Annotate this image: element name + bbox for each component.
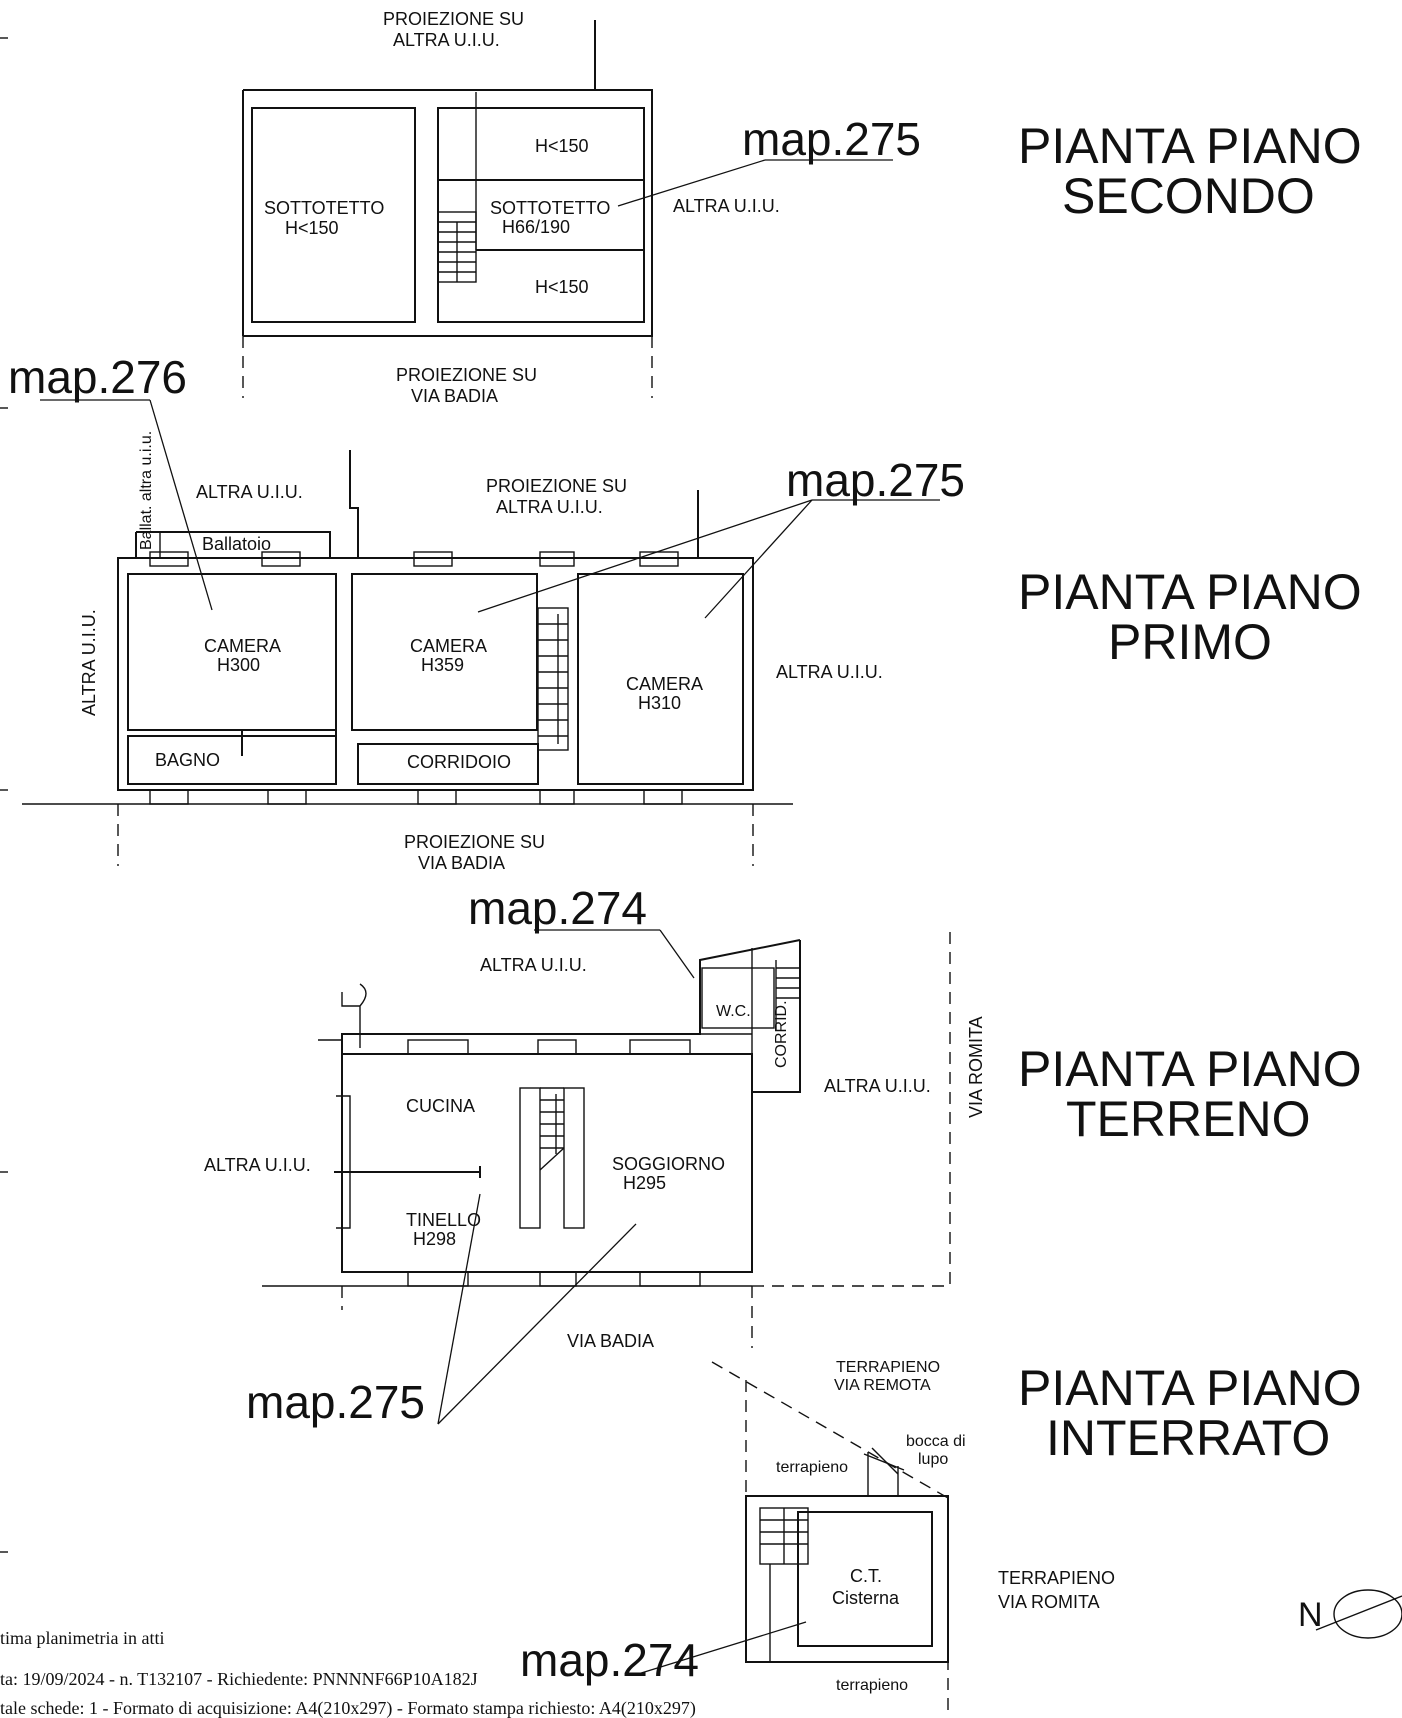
proj-bottom-label-2: VIA BADIA: [411, 386, 498, 406]
room-wc: W.C.: [716, 1003, 751, 1020]
terrapieno-bottom: terrapieno: [836, 1677, 908, 1694]
proj-bottom-first-2: VIA BADIA: [418, 853, 505, 873]
room-cisterna: Cisterna: [832, 1588, 900, 1608]
room-soggiorno-h: H295: [623, 1173, 666, 1193]
terrapieno-top-2: VIA REMOTA: [834, 1377, 931, 1394]
stair-second: [437, 211, 477, 283]
room-sottotetto-left: SOTTOTETTO: [264, 198, 384, 218]
room-tinello: TINELLO: [406, 1210, 481, 1230]
map-275-ground: map.275: [246, 1376, 425, 1428]
footer-line-3: tale schede: 1 - Formato di acquisizione…: [0, 1698, 696, 1718]
proj-top-label-1: PROIEZIONE SU: [383, 9, 524, 29]
proj-top-first-1: PROIEZIONE SU: [486, 476, 627, 496]
terrapieno-right-2: VIA ROMITA: [998, 1592, 1100, 1612]
room-camera-2: CAMERA: [410, 636, 487, 656]
map-275-first: map.275: [786, 454, 965, 506]
room-soggiorno: SOGGIORNO: [612, 1154, 725, 1174]
north-arrow-icon: N: [1298, 1589, 1402, 1639]
room-ct: C.T.: [850, 1566, 882, 1586]
wc-block: [701, 948, 800, 1054]
proj-top-label-2: ALTRA U.I.U.: [393, 30, 500, 50]
altra-uiu-right-ground: ALTRA U.I.U.: [824, 1076, 931, 1096]
plan-ground-floor: ALTRA U.I.U. W.C. CORRID. VIA ROMITA ALT…: [204, 882, 986, 1428]
room-camera-1-h: H300: [217, 655, 260, 675]
stair-ground: [519, 1087, 585, 1229]
footer-info: tima planimetria in atti ta: 19/09/2024 …: [0, 1628, 696, 1718]
map-275-second: map.275: [742, 113, 921, 165]
altra-uiu-right-first: ALTRA U.I.U.: [776, 662, 883, 682]
title-secondo-2: SECONDO: [1062, 168, 1315, 224]
ballatoio-label: Ballatoio: [202, 534, 271, 554]
proj-bottom-first-1: PROIEZIONE SU: [404, 832, 545, 852]
bocca-di-lupo-2: lupo: [918, 1451, 948, 1468]
title-terreno-1: PIANTA PIANO: [1018, 1041, 1362, 1097]
title-terreno-2: TERRENO: [1066, 1091, 1310, 1147]
north-label: N: [1298, 1596, 1323, 1634]
floor-titles: PIANTA PIANO SECONDO PIANTA PIANO PRIMO …: [1018, 118, 1362, 1466]
room-h150-top: H<150: [535, 136, 589, 156]
terrapieno-top-1: TERRAPIENO: [836, 1359, 940, 1376]
stair-first: [537, 607, 569, 751]
plan-second-floor: PROIEZIONE SU ALTRA U.I.U. SOTTOTETTO H<…: [242, 9, 921, 406]
room-h150-bottom: H<150: [535, 277, 589, 297]
room-corrid: CORRID.: [773, 1000, 790, 1068]
room-bagno: BAGNO: [155, 750, 220, 770]
plan-first-floor: Ballat. altra u.i.u. Ballatoio ALTRA U.I…: [8, 351, 965, 873]
room-camera-3: CAMERA: [626, 674, 703, 694]
room-cucina: CUCINA: [406, 1096, 475, 1116]
stair-basement: [759, 1507, 809, 1662]
title-interrato-2: INTERRATO: [1046, 1410, 1330, 1466]
windows-ground: [407, 1039, 701, 1287]
footer-line-2: ta: 19/09/2024 - n. T132107 - Richiedent…: [0, 1669, 478, 1689]
map-274-ground: map.274: [468, 882, 647, 934]
windows-first: [149, 551, 683, 805]
proj-bottom-label-1: PROIEZIONE SU: [396, 365, 537, 385]
room-camera-3-h: H310: [638, 693, 681, 713]
altra-uiu-left-first: ALTRA U.I.U.: [79, 609, 99, 716]
room-camera-1: CAMERA: [204, 636, 281, 656]
room-sottotetto-mid-h: H66/190: [502, 217, 570, 237]
altra-uiu-top-left-first: ALTRA U.I.U.: [196, 482, 303, 502]
altra-uiu-left-ground: ALTRA U.I.U.: [204, 1155, 311, 1175]
title-secondo-1: PIANTA PIANO: [1018, 118, 1362, 174]
terrapieno-right-1: TERRAPIENO: [998, 1568, 1115, 1588]
title-primo-1: PIANTA PIANO: [1018, 564, 1362, 620]
room-tinello-h: H298: [413, 1229, 456, 1249]
altra-uiu-top-ground: ALTRA U.I.U.: [480, 955, 587, 975]
room-sottotetto-mid: SOTTOTETTO: [490, 198, 610, 218]
terrapieno-left: terrapieno: [776, 1459, 848, 1476]
altra-uiu-right-second: ALTRA U.I.U.: [673, 196, 780, 216]
ballat-altra-uiu: Ballat. altra u.i.u.: [138, 431, 155, 550]
title-primo-2: PRIMO: [1108, 614, 1272, 670]
room-sottotetto-left-h: H<150: [285, 218, 339, 238]
via-romita-vertical: VIA ROMITA: [966, 1016, 986, 1118]
title-interrato-1: PIANTA PIANO: [1018, 1360, 1362, 1416]
map-274-basement: map.274: [520, 1634, 699, 1686]
via-badia-label: VIA BADIA: [567, 1331, 654, 1351]
footer-line-1: tima planimetria in atti: [0, 1628, 164, 1648]
proj-top-first-2: ALTRA U.I.U.: [496, 497, 603, 517]
map-276: map.276: [8, 351, 187, 403]
margin-ticks: [0, 37, 8, 1553]
bocca-di-lupo-1: bocca di: [906, 1433, 966, 1450]
room-camera-2-h: H359: [421, 655, 464, 675]
plan-basement: TERRAPIENO VIA REMOTA bocca di lupo terr…: [520, 1359, 1115, 1718]
room-corridoio: CORRIDOIO: [407, 752, 511, 772]
